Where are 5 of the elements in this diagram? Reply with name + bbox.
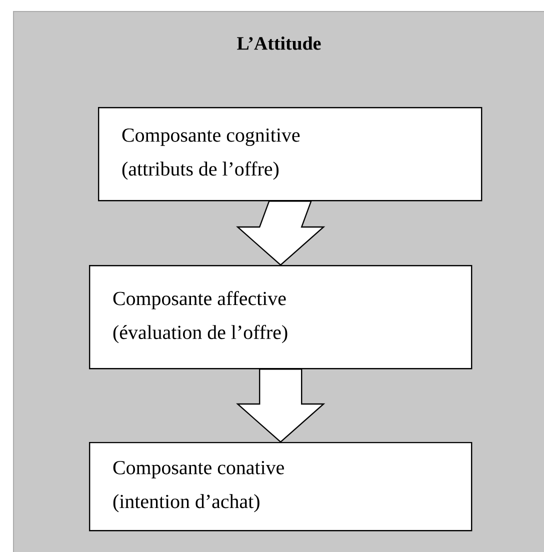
- text-box: Composante conative (intention d’achat): [89, 442, 472, 532]
- block-arrow: [236, 368, 326, 443]
- block-arrow: [236, 200, 326, 266]
- text-box: Composante affective (évaluation de l’offre): [89, 265, 472, 370]
- text-box: Composante cognitive (attributs de l’offre): [98, 107, 482, 202]
